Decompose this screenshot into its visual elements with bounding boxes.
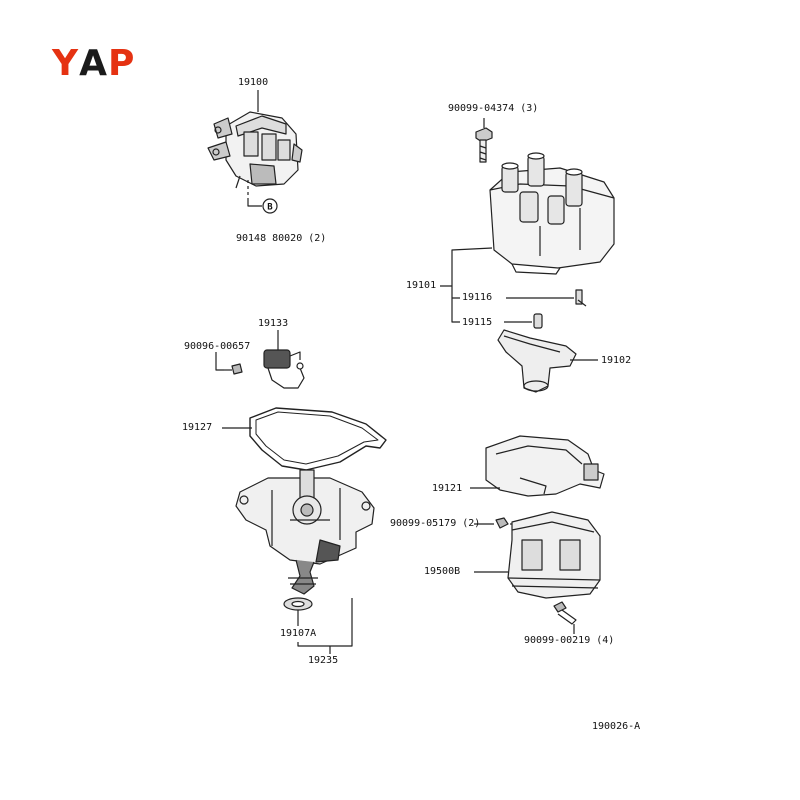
callout-b-label: B — [267, 203, 273, 213]
bolt-90099-04374 — [475, 127, 493, 163]
label-19101: 19101 — [406, 280, 437, 291]
distributor-assembly-19100 — [207, 111, 303, 207]
part-19116 — [575, 289, 587, 307]
gasket-inner-edge — [255, 411, 379, 465]
igniter-19500b — [507, 511, 601, 599]
rotor-19102 — [497, 329, 577, 393]
label-90099-00219: 90099-00219 (4) — [524, 635, 615, 646]
label-19107a: 19107A — [280, 628, 317, 639]
screw-90096-00657 — [224, 363, 243, 375]
distributor-cap-19101 — [489, 152, 615, 275]
label-19102: 19102 — [601, 355, 632, 366]
label-19121: 19121 — [432, 483, 463, 494]
logo-letter-a: A — [79, 43, 108, 84]
o-ring-hole — [291, 600, 305, 608]
leader-90096-00657 — [215, 352, 224, 371]
label-90099-05179: 90099-05179 (2) — [390, 518, 481, 529]
leader-19101 — [440, 247, 493, 323]
label-19116: 19116 — [462, 292, 493, 303]
diagram-id: 190026-A — [592, 721, 641, 732]
part-19115 — [533, 313, 543, 329]
callout-b-circle — [262, 198, 278, 214]
logo-letter-y: Y — [52, 43, 80, 84]
label-19133: 19133 — [258, 318, 289, 329]
cover-19121 — [485, 435, 605, 497]
leader-19235 — [297, 598, 353, 647]
pickup-coil-19133 — [263, 349, 305, 389]
label-90148: 90148 80020 (2) — [236, 233, 327, 244]
label-19100: 19100 — [238, 77, 269, 88]
logo-letter-p: P — [107, 43, 136, 84]
distributor-housing — [235, 469, 375, 595]
label-19500b: 19500B — [424, 566, 461, 577]
brand-logo: YAP — [52, 46, 135, 82]
gasket-19127 — [249, 407, 387, 471]
label-90096-00657: 90096-00657 — [184, 341, 251, 352]
label-19127: 19127 — [182, 422, 213, 433]
label-19235: 19235 — [308, 655, 339, 666]
label-19115: 19115 — [462, 317, 493, 328]
label-90099-04374: 90099-04374 (3) — [448, 103, 539, 114]
screw-90099-00219 — [553, 601, 577, 625]
